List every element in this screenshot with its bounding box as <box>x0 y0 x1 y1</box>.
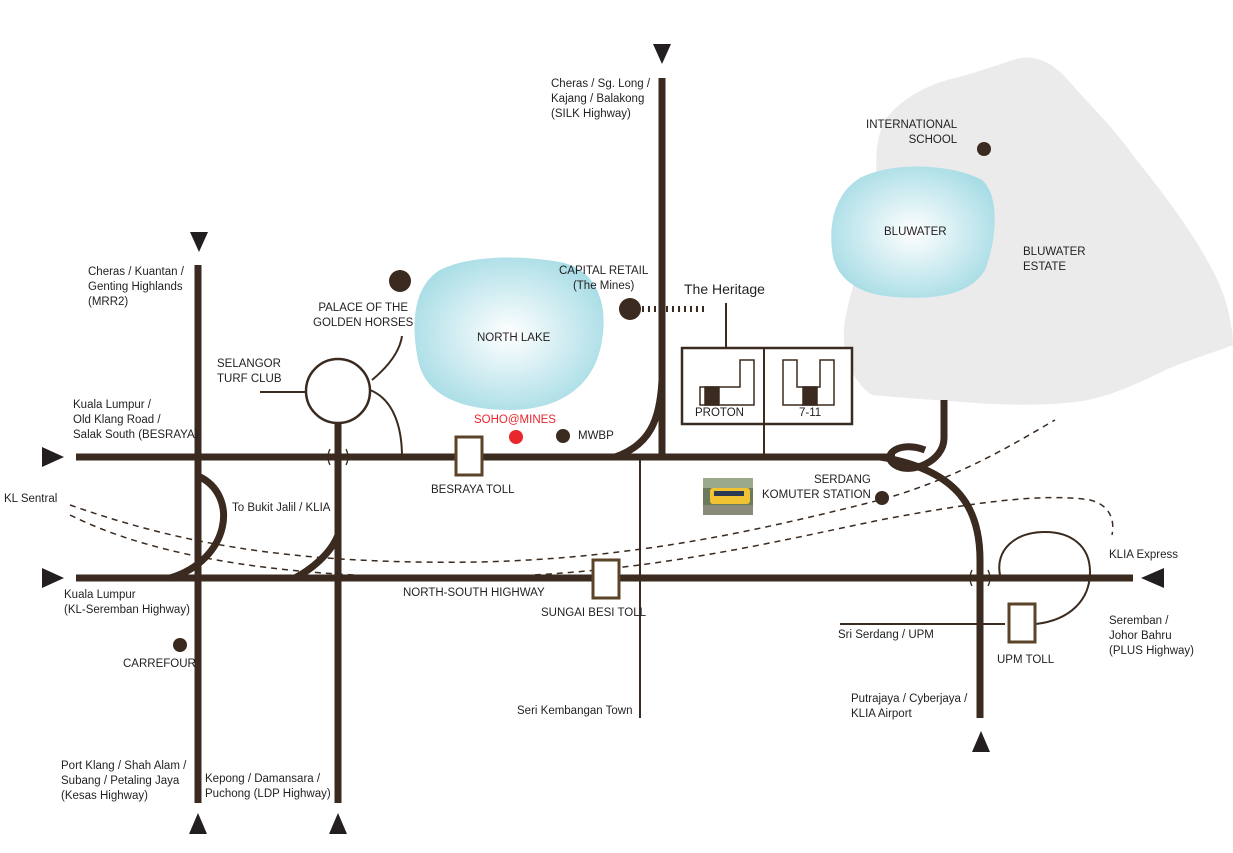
sri-serdang-label: Sri Serdang / UPM <box>838 629 934 641</box>
besraya-toll-label: BESRAYA TOLL <box>431 484 515 496</box>
intl-school-dot-icon <box>977 142 991 156</box>
besraya-toll-icon <box>454 435 484 477</box>
bluwater-link <box>886 400 948 472</box>
arrowhead-icon <box>653 44 671 64</box>
carrefour-dot-icon <box>173 638 187 652</box>
bukit-jalil-ramp <box>168 472 228 582</box>
kesas-label: Port Klang / Shah Alam /Subang / Petalin… <box>61 760 187 802</box>
seven-eleven-label: 7-11 <box>799 407 822 419</box>
kl-seremban-label: Kuala Lumpur(KL-Seremban Highway) <box>64 589 190 616</box>
north-south-highway-label: NORTH-SOUTH HIGHWAY <box>403 587 545 599</box>
heritage-label: The Heritage <box>684 281 765 297</box>
arrowhead-icons <box>42 44 1164 834</box>
mwbp-label: MWBP <box>578 430 614 442</box>
sungai-besi-toll-label: SUNGAI BESI TOLL <box>541 607 647 619</box>
arrowhead-icon <box>1141 568 1164 588</box>
upm-toll-label: UPM TOLL <box>997 654 1055 666</box>
bridge-markers <box>327 448 991 587</box>
soho-label: SOHO@MINES <box>474 414 556 426</box>
upm-toll-icon <box>1007 602 1037 644</box>
north-lake-label: NORTH LAKE <box>477 332 551 344</box>
mrr2-label: Cheras / Kuantan /Genting Highlands(MRR2… <box>88 266 184 308</box>
seremban-label: Seremban /Johor Bahru(PLUS Highway) <box>1109 615 1194 657</box>
rail-line-klia-express <box>69 496 1114 579</box>
ldp-label: Kepong / Damansara /Puchong (LDP Highway… <box>205 773 331 800</box>
arrowhead-icon <box>329 813 347 834</box>
klia-express-label: KLIA Express <box>1109 549 1179 561</box>
north-lake <box>414 257 604 410</box>
kl-sentral-label: KL Sentral <box>4 493 58 505</box>
carrefour-label: CARREFOUR <box>123 658 196 670</box>
silk-label: Cheras / Sg. Long /Kajang / Balakong(SIL… <box>551 78 651 120</box>
ldp-ramp <box>293 533 342 582</box>
soho-dot-icon <box>509 430 523 444</box>
arrowhead-icon <box>190 232 208 252</box>
arrowhead-icon <box>42 568 64 588</box>
bluwater-label: BLUWATER <box>884 226 947 238</box>
capital-retail-dot-icon <box>619 298 641 320</box>
plus-highway <box>879 453 984 718</box>
roundabout <box>304 357 372 425</box>
seven-eleven-building-icon <box>782 359 835 406</box>
bukit-jalil-label: To Bukit Jalil / KLIA <box>232 502 331 514</box>
proton-building-icon <box>699 359 755 406</box>
arrowhead-icon <box>189 813 207 834</box>
bluwater-lake <box>831 166 995 298</box>
seri-kembangan-label: Seri Kembangan Town <box>517 705 633 717</box>
arrowhead-icon <box>42 447 64 467</box>
putrajaya-label: Putrajaya / Cyberjaya /KLIA Airport <box>851 693 968 720</box>
proton-label: PROTON <box>695 407 744 419</box>
train-photo-icon <box>703 478 753 515</box>
rail-line-komuter <box>69 419 1056 563</box>
serdang-dot-icon <box>875 491 889 505</box>
mwbp-dot-icon <box>556 429 570 443</box>
capital-retail-label: CAPITAL RETAIL(The Mines) <box>559 265 649 292</box>
besraya-road-label: Kuala Lumpur /Old Klang Road /Salak Sout… <box>73 399 199 441</box>
roads <box>76 78 1133 803</box>
palace-dot-icon <box>389 270 411 292</box>
sungai-besi-toll-icon <box>591 558 621 600</box>
silk-curve <box>613 379 666 461</box>
bluwater-estate-area <box>843 57 1233 405</box>
arrowhead-icon <box>972 731 990 752</box>
